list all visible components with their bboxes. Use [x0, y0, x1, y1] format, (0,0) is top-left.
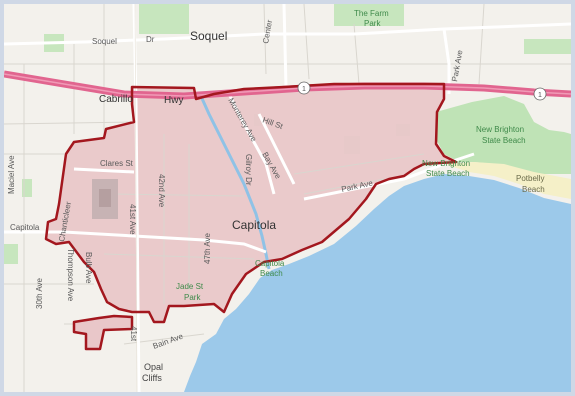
road-label-soquel-dr: Dr [146, 35, 155, 44]
road-label-30th-ave: 30th Ave [35, 277, 44, 309]
park-label-jade-st: Jade St [176, 282, 204, 291]
park-area [524, 39, 571, 54]
road-label-gilroy-dr: Gilroy Dr [244, 154, 253, 186]
place-label-opal-cliffs: Cliffs [142, 373, 162, 383]
highway-label-hwy: Hwy [164, 95, 183, 106]
capitola-city-boundary [44, 82, 458, 324]
road-label-maciel-ave: Maciel Ave [7, 155, 16, 194]
park-area [22, 179, 32, 197]
beach-sand [444, 162, 571, 199]
monterey-avenue [227, 93, 276, 195]
street [263, 4, 267, 75]
beach-label-new-brighton: New Brighton [422, 159, 470, 168]
beach-label-potbelly: Beach [522, 185, 545, 194]
road-label-soquel-dr: Soquel [92, 37, 117, 46]
highway-shield-number: 1 [302, 86, 306, 93]
park-label-jade-st: Park [184, 293, 201, 302]
monterey-bay [184, 174, 571, 392]
street [303, 178, 385, 195]
road-label-41st-ave: 41st Ave [128, 204, 137, 235]
porter-street [282, 4, 288, 89]
park-area [334, 4, 404, 26]
road-label-capitola-rd: Capitola [10, 223, 40, 232]
highway-shield-number: 1 [538, 92, 542, 99]
41st-avenue-casing [134, 4, 138, 392]
road-label-42nd-ave: 42nd Ave [157, 174, 166, 208]
street [478, 4, 485, 85]
road-label-clares-st: Clares St [100, 159, 134, 168]
street [103, 253, 255, 260]
road-label-41st-south: 41st [129, 326, 138, 342]
soquel-creek [198, 93, 271, 270]
beach-label-capitola: Beach [260, 269, 283, 278]
beach-label-potbelly: Potbelly [516, 174, 544, 183]
road-label-bulb-ave: Bulb Ave [84, 252, 93, 284]
capitola-detached-parcel [72, 314, 134, 351]
park-label-new-brighton: State Beach [482, 136, 526, 145]
park-label-new-brighton: New Brighton [476, 125, 524, 134]
street [293, 153, 425, 175]
capitola-road [4, 230, 267, 254]
highway-shield-circle [297, 81, 311, 95]
street [4, 121, 135, 125]
highway-label-cabrillo: Cabrillo [99, 94, 133, 105]
beach-label-new-brighton: State Beach [426, 169, 470, 178]
map-canvas[interactable]: 1 1 Soquel Capitola The Farm Park New Br… [4, 4, 571, 392]
place-label-opal-cliffs: Opal [144, 362, 163, 372]
park-label-the-farm: The Farm [354, 9, 389, 18]
major-roads [4, 4, 571, 392]
major-road-casings [134, 4, 138, 392]
road-label-center: Center [261, 19, 274, 45]
bay-avenue [257, 113, 296, 185]
street [303, 4, 310, 80]
mall-building [99, 189, 111, 207]
highway-shield: 1 [533, 87, 547, 101]
clares-street [73, 167, 135, 174]
town-label-soquel: Soquel [190, 29, 227, 43]
park-area [4, 244, 18, 264]
highway-shield: 1 [297, 81, 311, 95]
road-label-47th-ave: 47th Ave [203, 232, 212, 264]
park-label-the-farm: Park [364, 19, 381, 28]
park-area [139, 4, 189, 34]
town-label-capitola: Capitola [232, 218, 276, 232]
highway-shield-circle [533, 87, 547, 101]
beach-label-capitola: Capitola [255, 259, 285, 268]
road-label-thompson-ave: Thompson Ave [66, 248, 75, 302]
